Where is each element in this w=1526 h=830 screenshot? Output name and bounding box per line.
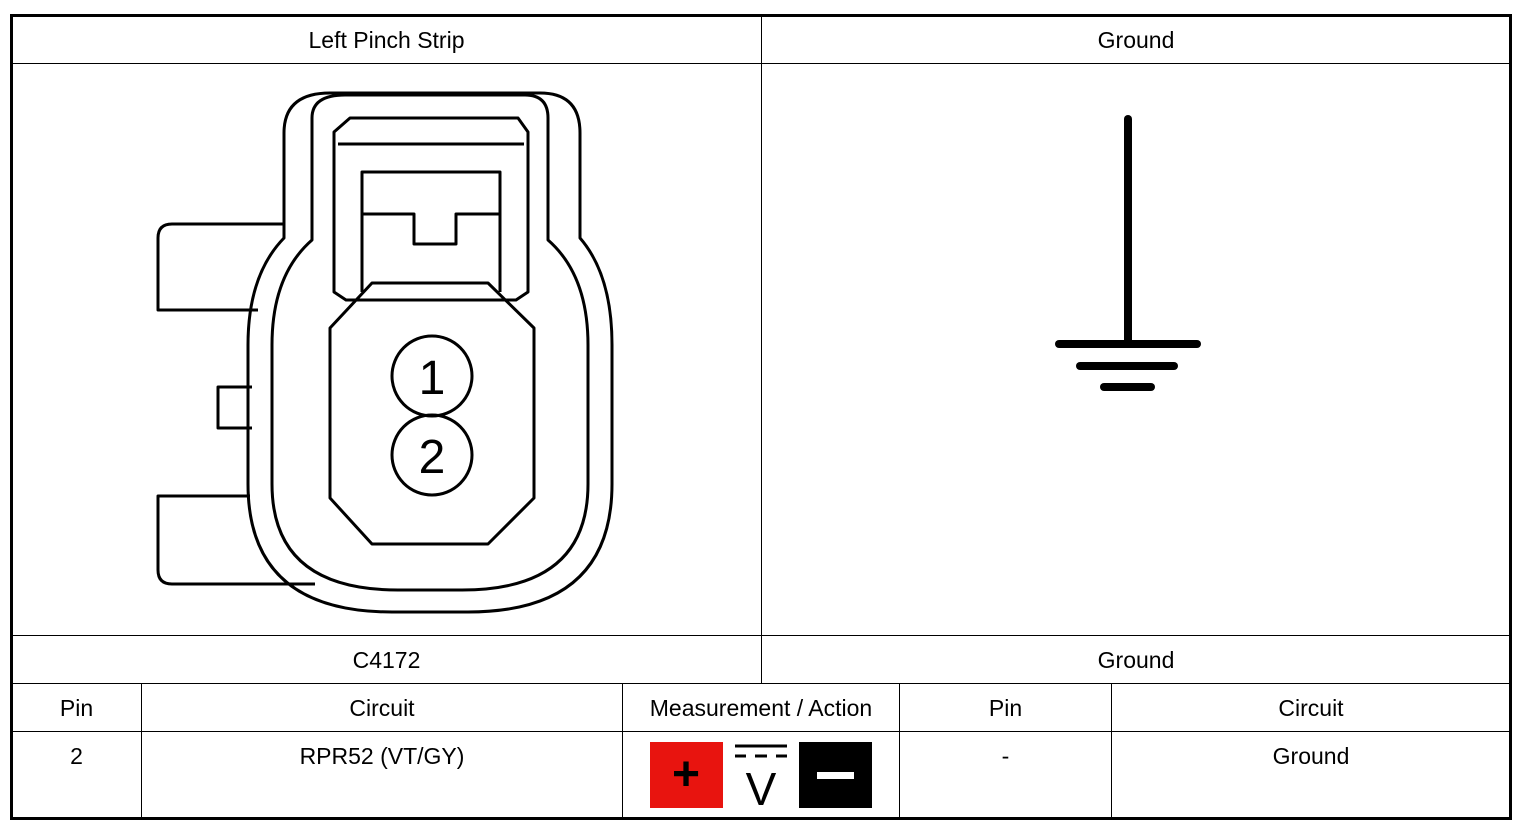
pin-2-label: 2: [419, 431, 446, 484]
pin-1-label: 1: [419, 352, 446, 405]
connector-id: C4172: [352, 647, 421, 673]
pin-2-circle: [390, 413, 474, 497]
ground-symbol: [1055, 115, 1201, 391]
inner-housing: [270, 93, 590, 592]
left-header: Left Pinch Strip: [308, 27, 465, 53]
col-header-pin-2: Pin: [988, 695, 1023, 721]
right-header: Ground: [1097, 27, 1175, 53]
row-pin-2: -: [1001, 743, 1010, 769]
col-header-measurement: Measurement / Action: [649, 695, 873, 721]
voltage-measurement-icons: + V: [650, 742, 872, 815]
divider-v-col3: [899, 683, 900, 820]
latch-notch: [362, 212, 500, 246]
row-circuit: RPR52 (VT/GY): [299, 743, 465, 769]
lower-latch-tab: [156, 494, 315, 586]
measurement-action: + V: [650, 742, 872, 815]
col-header-circuit: Circuit: [349, 695, 415, 721]
row-pin: 2: [70, 743, 83, 769]
middle-key-tab: [216, 385, 252, 430]
outer-housing: [246, 91, 614, 614]
col-header-pin: Pin: [59, 695, 94, 721]
col-header-circuit-2: Circuit: [1278, 695, 1344, 721]
divider-v-col2: [622, 683, 623, 820]
divider-v-main: [761, 14, 762, 684]
negative-probe-symbol: [817, 772, 854, 779]
voltmeter-symbol: V: [746, 763, 777, 815]
positive-probe-symbol: +: [672, 748, 700, 801]
latch-outer: [332, 116, 530, 302]
connector-face-drawing: 1 2: [156, 91, 614, 614]
divider-v-col1: [141, 683, 142, 820]
ground-label: Ground: [1097, 647, 1175, 673]
divider-h-row: [10, 731, 1512, 732]
voltmeter-icon: [735, 744, 787, 758]
positive-probe-icon: [650, 742, 723, 808]
divider-v-col4: [1111, 683, 1112, 820]
upper-latch-tab: [156, 222, 284, 312]
row-circuit-2: Ground: [1272, 743, 1350, 769]
latch-window: [360, 170, 502, 292]
terminal-cavity: [328, 281, 536, 546]
